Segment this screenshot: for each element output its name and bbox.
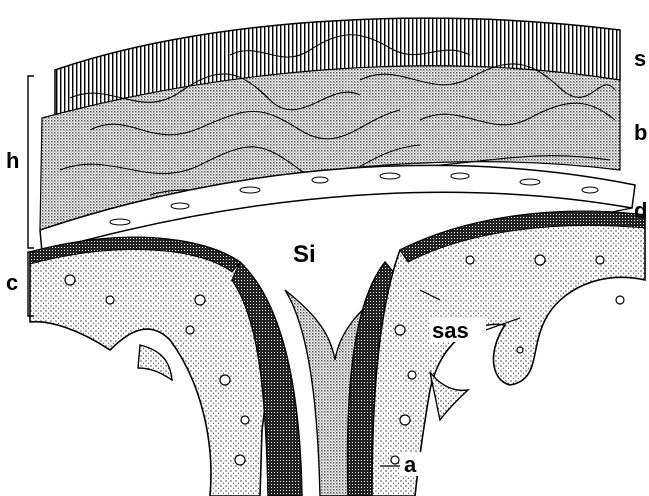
label-b: b	[634, 120, 647, 145]
label-a: a	[404, 452, 417, 477]
label-c: c	[6, 270, 18, 295]
label-s: s	[634, 46, 646, 71]
label-d: d	[634, 198, 647, 223]
left-spike	[138, 345, 172, 380]
bracket-h	[28, 76, 34, 248]
label-sas: sas	[432, 318, 469, 343]
label-h: h	[6, 148, 19, 173]
right-spike	[430, 372, 468, 420]
label-si: Si	[293, 241, 316, 268]
leader-d	[612, 208, 632, 212]
